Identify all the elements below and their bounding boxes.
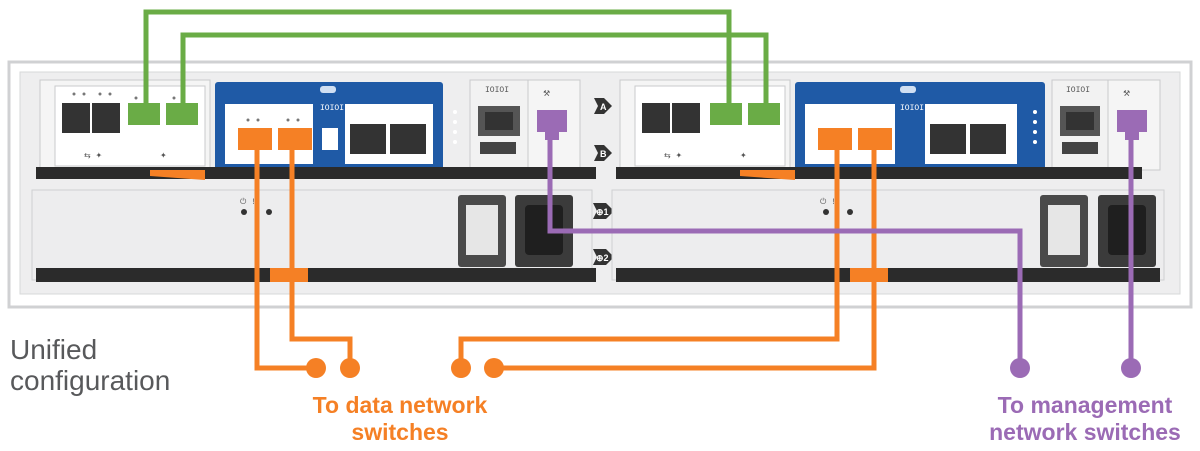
wrench-icon: ⚒ — [543, 90, 550, 99]
psu-led — [241, 209, 247, 215]
svg-text:⏻ !: ⏻ ! — [820, 197, 836, 207]
wrench-icon: ⚒ — [1123, 90, 1130, 99]
mgmt-cable-end — [1010, 358, 1030, 378]
badge-psu1: ⊕1 — [596, 207, 609, 217]
sfp-port — [970, 124, 1006, 154]
cluster-port-e0a — [710, 103, 742, 125]
sfp-port — [92, 103, 120, 133]
svg-text:⏻ !: ⏻ ! — [240, 197, 256, 207]
serial-tag: IOIOI — [900, 104, 924, 113]
data-switches-label: To data network switches — [312, 392, 488, 445]
controller-a: ⇆ ✦ ✦ IOIOI IOIOI ⚒ — [36, 79, 596, 180]
diagram-title: Unified configuration — [10, 334, 171, 396]
network-icon: ✦ — [740, 152, 747, 161]
cluster-port-e0b — [748, 103, 780, 125]
shield-badge-icon — [594, 145, 612, 161]
usb-port — [1062, 142, 1098, 154]
sfp-port — [642, 103, 670, 133]
sfp-port — [62, 103, 90, 133]
controller-b: ⇆ ✦ ✦ IOIOI IOIOI ⚒ — [616, 79, 1161, 180]
mgmt-port — [537, 110, 567, 132]
data-cable-end — [451, 358, 471, 378]
psu-handle — [36, 268, 596, 282]
sfp-port — [930, 124, 966, 154]
mgmt-cable-a — [547, 138, 1023, 368]
network-icon: ⇆ ✦ — [664, 152, 683, 161]
serial-tag: IOIOI — [1066, 86, 1090, 95]
mgmt-cable-end — [1121, 358, 1141, 378]
data-cable-end — [340, 358, 360, 378]
psu-b: ⏻ ! — [611, 189, 1165, 282]
psu-led — [266, 209, 272, 215]
network-icon: ✦ — [160, 152, 167, 161]
data-cable-a1 — [254, 150, 314, 371]
data-cable-end — [484, 358, 504, 378]
sfp-port — [350, 124, 386, 154]
badge-a: A — [600, 102, 607, 112]
serial-tag: IOIOI — [320, 104, 344, 113]
badge-psu2: ⊕2 — [596, 253, 609, 263]
cluster-port-e0a — [128, 103, 160, 125]
sfp-port — [390, 124, 426, 154]
usb-port — [480, 142, 516, 154]
data-port-e0c — [818, 128, 852, 150]
cluster-port-e0b — [166, 103, 198, 125]
data-cable-end — [306, 358, 326, 378]
shield-badge-icon — [593, 249, 614, 265]
cluster-cable-2 — [180, 32, 769, 104]
controller-latch — [36, 167, 596, 179]
network-icon: ⇆ ✦ — [84, 152, 103, 161]
sfp-port — [672, 103, 700, 133]
data-port-e0c — [238, 128, 272, 150]
mgmt-port — [1117, 110, 1147, 132]
controller-latch — [616, 167, 1142, 179]
data-cable-a2 — [289, 150, 353, 368]
port-badges: A B ⊕1 ⊕2 — [593, 98, 614, 265]
shield-badge-icon — [593, 203, 614, 219]
mgmt-switches-label: To management network switches — [989, 392, 1181, 445]
shield-badge-icon — [594, 98, 612, 114]
psu-led — [847, 209, 853, 215]
serial-tag: IOIOI — [485, 86, 509, 95]
data-port-e0d — [858, 128, 892, 150]
data-port-e0d — [278, 128, 312, 150]
psu-a: ⏻ ! — [31, 189, 596, 282]
cluster-cable-1 — [143, 9, 732, 104]
psu-led — [823, 209, 829, 215]
data-cable-b1 — [458, 150, 840, 368]
data-cable-b2 — [494, 150, 877, 371]
badge-b: B — [600, 149, 607, 159]
